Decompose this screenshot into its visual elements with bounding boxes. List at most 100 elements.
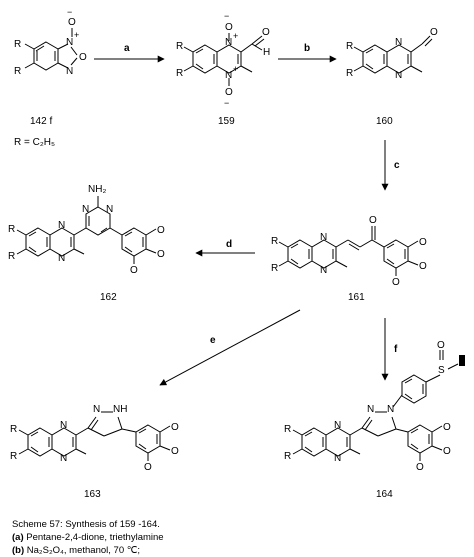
atom-n: N — [320, 232, 327, 243]
atom-o: O — [157, 249, 165, 260]
atom-o: O — [144, 462, 152, 473]
atom-n: N — [106, 204, 113, 215]
arrow-e-label: e — [210, 335, 216, 346]
atom-o: O — [437, 340, 445, 351]
structure-159 — [183, 33, 265, 86]
atom-o: O — [262, 27, 270, 38]
atom-n: N — [60, 420, 67, 431]
atom-r: R — [271, 263, 278, 274]
atom-n: N — [387, 404, 394, 415]
atom-n: N — [66, 37, 73, 48]
atom-o: O — [419, 237, 427, 248]
atom-r: R — [346, 68, 353, 79]
atom-r: R — [284, 451, 291, 462]
structure-160 — [353, 35, 433, 74]
atom-o: O — [392, 277, 400, 288]
arrow-f-label: f — [394, 344, 398, 355]
atom-n: N — [82, 204, 89, 215]
structure-162 — [16, 196, 157, 264]
atoms-160: R R N N O — [346, 27, 438, 81]
atoms-159: R R N + O − N + O − O H — [176, 11, 270, 108]
atom-o: O — [369, 215, 377, 226]
atom-r: R — [10, 424, 17, 435]
compound-label-161: 161 — [348, 292, 365, 303]
atom-r: R — [10, 451, 17, 462]
atom-n: N — [334, 420, 341, 431]
scheme-caption: Scheme 57: Synthesis of 159 -164. (a) Pe… — [12, 518, 472, 557]
atom-n: N — [58, 220, 65, 231]
atom-r: R — [176, 68, 183, 79]
caption-item-key: (b) — [12, 545, 25, 556]
compound-label-160: 160 — [376, 116, 393, 127]
compound-label-163: 163 — [84, 489, 101, 500]
atom-n: N — [66, 66, 73, 77]
caption-item-text: Na₂S₂O₄, methanol, 70 ℃; — [24, 545, 141, 556]
atom-r: R — [14, 39, 21, 50]
arrow-e — [159, 309, 301, 386]
atom-n: N — [395, 37, 402, 48]
atom-n: N — [225, 70, 232, 81]
atom-o: O — [443, 422, 451, 433]
atom-charge: + — [233, 31, 238, 41]
atom-r: R — [346, 41, 353, 52]
atom-r: R — [8, 224, 15, 235]
atom-o: O — [171, 422, 179, 433]
atom-n: N — [225, 37, 232, 48]
atom-o: O — [130, 265, 138, 276]
atom-o: O — [225, 22, 233, 33]
arrow-a-label: a — [124, 43, 130, 54]
cropped-substituent-mark — [459, 355, 465, 366]
atom-n: N — [334, 453, 341, 464]
compound-label-162: 162 — [100, 292, 117, 303]
compound-label-159: 159 — [218, 116, 235, 127]
atom-o: O — [157, 225, 165, 236]
atoms-163: R R N N N NH O O O — [10, 404, 179, 473]
atom-r: R — [14, 66, 21, 77]
atom-n: N — [320, 265, 327, 276]
atom-charge: − — [224, 98, 229, 108]
caption-title: Scheme 57: Synthesis of 159 -164. — [12, 519, 160, 530]
atom-o: O — [430, 27, 438, 38]
atom-s: S — [438, 365, 445, 376]
atom-charge: + — [233, 64, 238, 74]
caption-item: (b) Na₂S₂O₄, methanol, 70 ℃; — [12, 544, 472, 557]
atom-n: N — [93, 404, 100, 415]
atom-o: O — [419, 261, 427, 272]
atoms-164: R R N N N N S O O O O — [284, 340, 465, 473]
atom-n: N — [58, 253, 65, 264]
atom-o: O — [79, 52, 87, 63]
atom-o: O — [225, 87, 233, 98]
atom-nh2: NH₂ — [88, 184, 106, 195]
atoms-161: R R N N O O O O — [271, 215, 427, 288]
structure-164 — [292, 350, 459, 461]
atom-charge: − — [67, 7, 72, 17]
atom-charge: − — [224, 11, 229, 21]
atom-r: R — [8, 251, 15, 262]
atom-o: O — [443, 446, 451, 457]
atom-h: H — [263, 47, 270, 58]
compound-label-142f: 142 f — [30, 116, 52, 127]
caption-item-text: Pentane-2,4-dione, triethylamine — [23, 532, 164, 543]
r-definition: R = C₂H₅ — [14, 137, 55, 148]
atom-r: R — [176, 41, 183, 52]
arrow-b-label: b — [304, 43, 310, 54]
compound-label-164: 164 — [376, 489, 393, 500]
atom-o: O — [68, 17, 76, 28]
arrow-d-label: d — [226, 239, 232, 250]
caption-item-key: (a) — [12, 532, 24, 543]
atom-r: R — [271, 236, 278, 247]
atom-r: R — [284, 424, 291, 435]
atom-o: O — [171, 446, 179, 457]
structure-142f — [24, 28, 78, 71]
atom-nh: NH — [113, 404, 127, 415]
atom-o: O — [416, 462, 424, 473]
structure-163 — [18, 411, 171, 461]
atom-charge: + — [74, 30, 79, 40]
atom-n: N — [60, 453, 67, 464]
atom-n: N — [367, 404, 374, 415]
caption-item: (a) Pentane-2,4-dione, triethylamine — [12, 531, 472, 544]
atoms-142f: R R N + O N O − — [14, 7, 87, 77]
arrow-c-label: c — [394, 160, 400, 171]
structure-161 — [278, 226, 419, 276]
